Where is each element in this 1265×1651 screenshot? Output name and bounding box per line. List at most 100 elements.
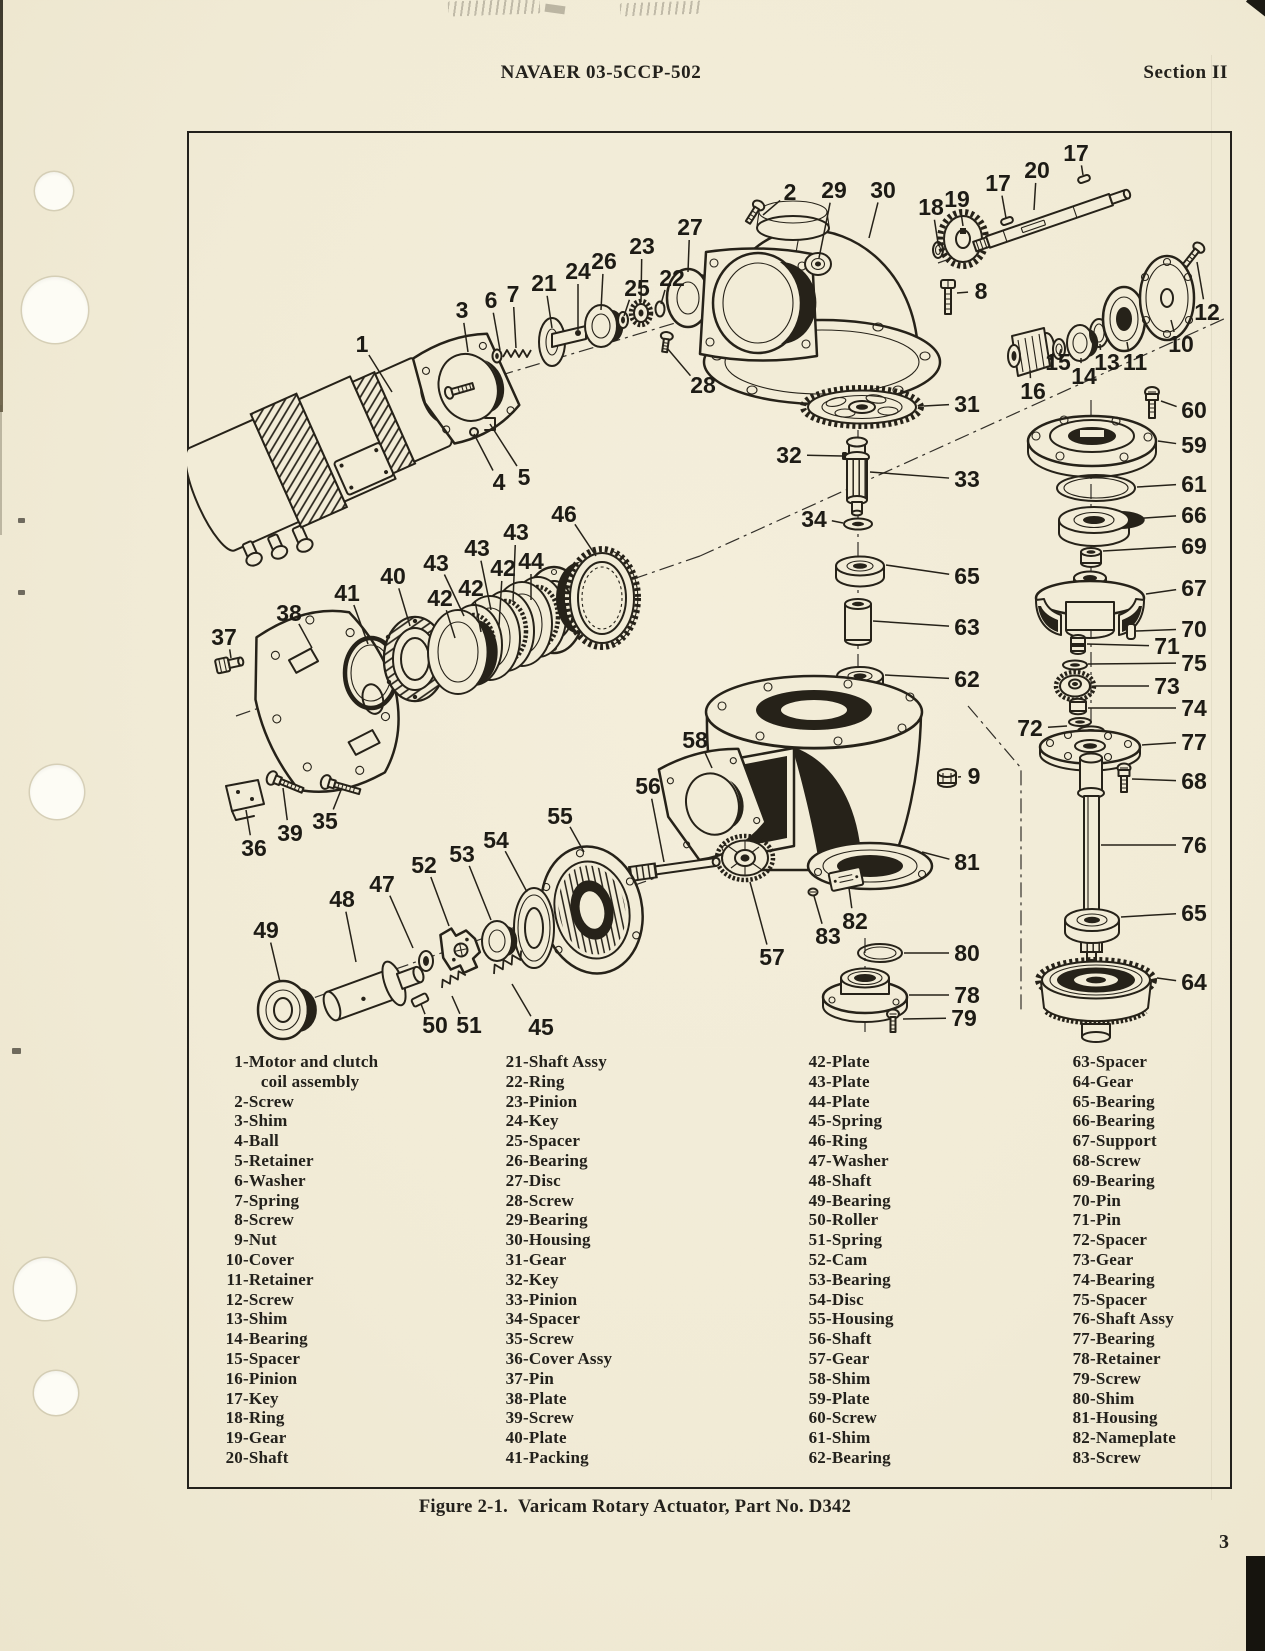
parts-list-entry: 40-Plate (505, 1428, 567, 1448)
parts-list-entry: 18-Ring (225, 1408, 285, 1428)
callout-leader (1086, 643, 1150, 647)
callout-leader (872, 620, 950, 627)
parts-list-entry: 81-Housing (1072, 1408, 1158, 1428)
parts-list-entry: 27-Disc (505, 1170, 561, 1190)
part-key-17a (1000, 216, 1014, 226)
part-pin-37 (214, 656, 245, 675)
callout-number: 4 (493, 469, 506, 495)
part-shaft-48 (322, 960, 425, 1022)
parts-list-entry: 77-Bearing (1072, 1329, 1155, 1349)
callout-leader (228, 649, 232, 659)
callout-number: 13 (1094, 349, 1120, 375)
callout-number: 59 (1181, 432, 1207, 458)
faded-stamp (544, 3, 566, 15)
part-pinion-33 (844, 436, 870, 517)
parts-list-entry: 21-Shaft Assy (505, 1052, 607, 1071)
parts-list-entry: 12-Screw (225, 1289, 294, 1309)
callout-leader (1141, 742, 1177, 746)
figure-title: Varicam Rotary Actuator, Part No. D342 (517, 1497, 852, 1517)
parts-list-entry: 32-Key (505, 1269, 559, 1289)
callout-leader (960, 211, 964, 227)
callout-leader (1156, 977, 1177, 982)
callout-number: 7 (507, 281, 520, 307)
parts-list-entry: 75-Spacer (1072, 1289, 1148, 1309)
callout-number: 48 (329, 886, 355, 912)
callout-leader (749, 881, 768, 945)
part-nut-9 (937, 768, 957, 788)
motor-terminals (241, 524, 314, 567)
callout-number: 30 (870, 177, 896, 203)
callout-number: 49 (253, 917, 279, 943)
part-housing-30 (698, 200, 942, 406)
parts-list-entry: 35-Screw (505, 1329, 574, 1349)
callout-leader (868, 202, 879, 239)
callout-number: 71 (1154, 633, 1180, 659)
callout-leader (345, 911, 357, 963)
callout-number: 25 (624, 275, 650, 301)
part-ring-46 (556, 546, 641, 650)
callout-number: 42 (427, 585, 453, 611)
parts-list-entry: 62-Bearing (808, 1447, 891, 1467)
part-key-17b (1077, 174, 1091, 184)
parts-list-entry: 43-Plate (808, 1071, 870, 1091)
scan-edge-bottom-right (1246, 1556, 1265, 1651)
parts-list-entry: 82-Nameplate (1072, 1428, 1177, 1448)
parts-list-entry: 49-Bearing (808, 1190, 891, 1210)
callout-leader (1087, 662, 1177, 665)
part-gear-64 (1035, 957, 1157, 1043)
parts-list-entry: 31-Gear (505, 1249, 567, 1269)
callout-number: 42 (490, 555, 516, 581)
part-pinion-23 (628, 298, 654, 328)
part-pinion-16 (1007, 327, 1055, 377)
parts-list-entry: 64-Gear (1072, 1071, 1134, 1091)
part-bearing-29 (804, 252, 832, 276)
figure-label: Figure 2-1. (418, 1497, 509, 1517)
callout-number: 21 (531, 270, 557, 296)
callout-leader (848, 887, 853, 909)
callout-leader (1160, 400, 1177, 408)
scan-speck (18, 518, 25, 523)
callout-number: 63 (954, 614, 980, 640)
parts-list-entry: 48-Shaft (808, 1170, 872, 1190)
callout-leader (1170, 319, 1175, 333)
callout-number: 36 (241, 835, 267, 861)
parts-list-entry: 71-Pin (1072, 1210, 1122, 1230)
callout-number: 12 (1194, 299, 1220, 325)
part-plate-59 (1026, 414, 1158, 478)
punch-hole (14, 1258, 76, 1320)
callout-number: 28 (690, 372, 716, 398)
callout-leader (933, 219, 939, 244)
callout-number: 40 (380, 563, 406, 589)
callout-leader (1135, 628, 1177, 632)
parts-list-entry: 42-Plate (808, 1052, 870, 1071)
callout-number: 24 (565, 258, 591, 284)
part-roller-50 (410, 992, 430, 1008)
parts-list-entry: 17-Key (225, 1388, 279, 1408)
parts-list-column-1: 1-Motor and clutch-coil assembly2-Screw3… (199, 1052, 464, 1468)
callout-leader (420, 1003, 426, 1015)
faded-stamp (619, 0, 703, 17)
part-screw-79 (886, 1008, 900, 1033)
callout-number: 18 (918, 194, 944, 220)
parts-list-entry: 1-Motor and clutch (234, 1052, 379, 1071)
part-ball-4-retainer-5 (443, 382, 496, 437)
parts-list-entry: 13-Shim (225, 1309, 288, 1329)
callout-number: 43 (503, 519, 529, 545)
part-shaft-assy-21 (538, 317, 587, 367)
parts-list-entry: 26-Bearing (505, 1150, 588, 1170)
part-plate-38 (254, 609, 400, 793)
callout-number: 67 (1181, 575, 1207, 601)
part-spacer-34 (843, 517, 873, 531)
callout-number: 83 (815, 923, 841, 949)
parts-list-entry: 24-Key (505, 1111, 559, 1131)
callout-leader (489, 423, 518, 467)
callout-number: 43 (423, 550, 449, 576)
callout-number: 52 (411, 852, 437, 878)
part-spring-51 (441, 970, 467, 989)
callout-leader (902, 1017, 947, 1020)
scan-edge-left (0, 0, 3, 412)
callout-leader (1080, 165, 1084, 176)
parts-list-entry: 30-Housing (505, 1230, 591, 1250)
parts-list-entry: 7-Spring (234, 1190, 300, 1210)
